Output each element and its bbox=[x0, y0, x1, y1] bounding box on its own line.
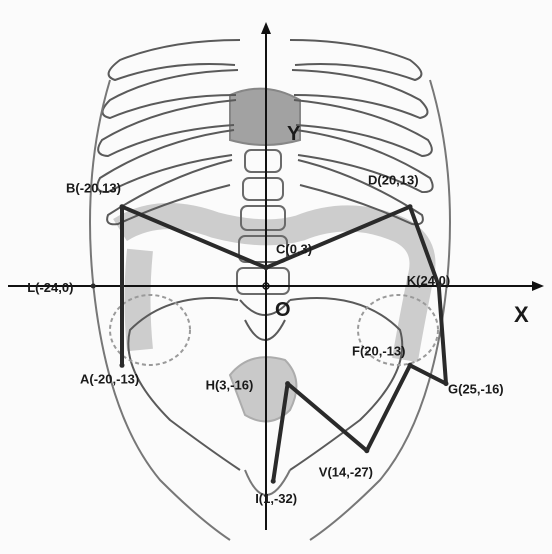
pelvis-right bbox=[290, 298, 402, 470]
point-marker-c bbox=[264, 265, 269, 270]
point-label-v: V(14,-27) bbox=[319, 465, 373, 480]
x-axis-arrowhead bbox=[532, 281, 544, 291]
point-label-i: I(1,-32) bbox=[255, 491, 297, 506]
y-axis-label: Y bbox=[287, 123, 301, 145]
point-label-a: A(-20,-13) bbox=[80, 371, 139, 386]
abdomen-illustration bbox=[90, 40, 450, 540]
point-label-c: C(0,3) bbox=[276, 242, 312, 257]
point-marker-h bbox=[285, 381, 290, 386]
point-marker-l bbox=[91, 284, 96, 289]
point-marker-b bbox=[120, 204, 125, 209]
origin-label: O bbox=[275, 299, 291, 321]
point-label-d: D(20,13) bbox=[368, 173, 419, 188]
x-axis-label: X bbox=[514, 302, 529, 327]
point-marker-i bbox=[271, 479, 276, 484]
point-label-g: G(25,-16) bbox=[448, 382, 504, 397]
point-label-k: K(24,0) bbox=[407, 273, 450, 288]
point-label-b: B(-20,13) bbox=[66, 181, 121, 196]
rib-left-3 bbox=[98, 100, 236, 156]
y-axis-arrowhead bbox=[261, 22, 271, 34]
rib-right-1 bbox=[290, 40, 421, 80]
point-marker-d bbox=[408, 204, 413, 209]
point-label-f: F(20,-13) bbox=[352, 343, 405, 358]
point-label-h: H(3,-16) bbox=[206, 378, 254, 393]
rib-right-3 bbox=[294, 100, 432, 156]
rib-left-1 bbox=[109, 40, 240, 80]
point-marker-f bbox=[408, 363, 413, 368]
point-label-l: L(-24,0) bbox=[27, 280, 73, 295]
point-marker-a bbox=[120, 363, 125, 368]
point-marker-v bbox=[364, 448, 369, 453]
